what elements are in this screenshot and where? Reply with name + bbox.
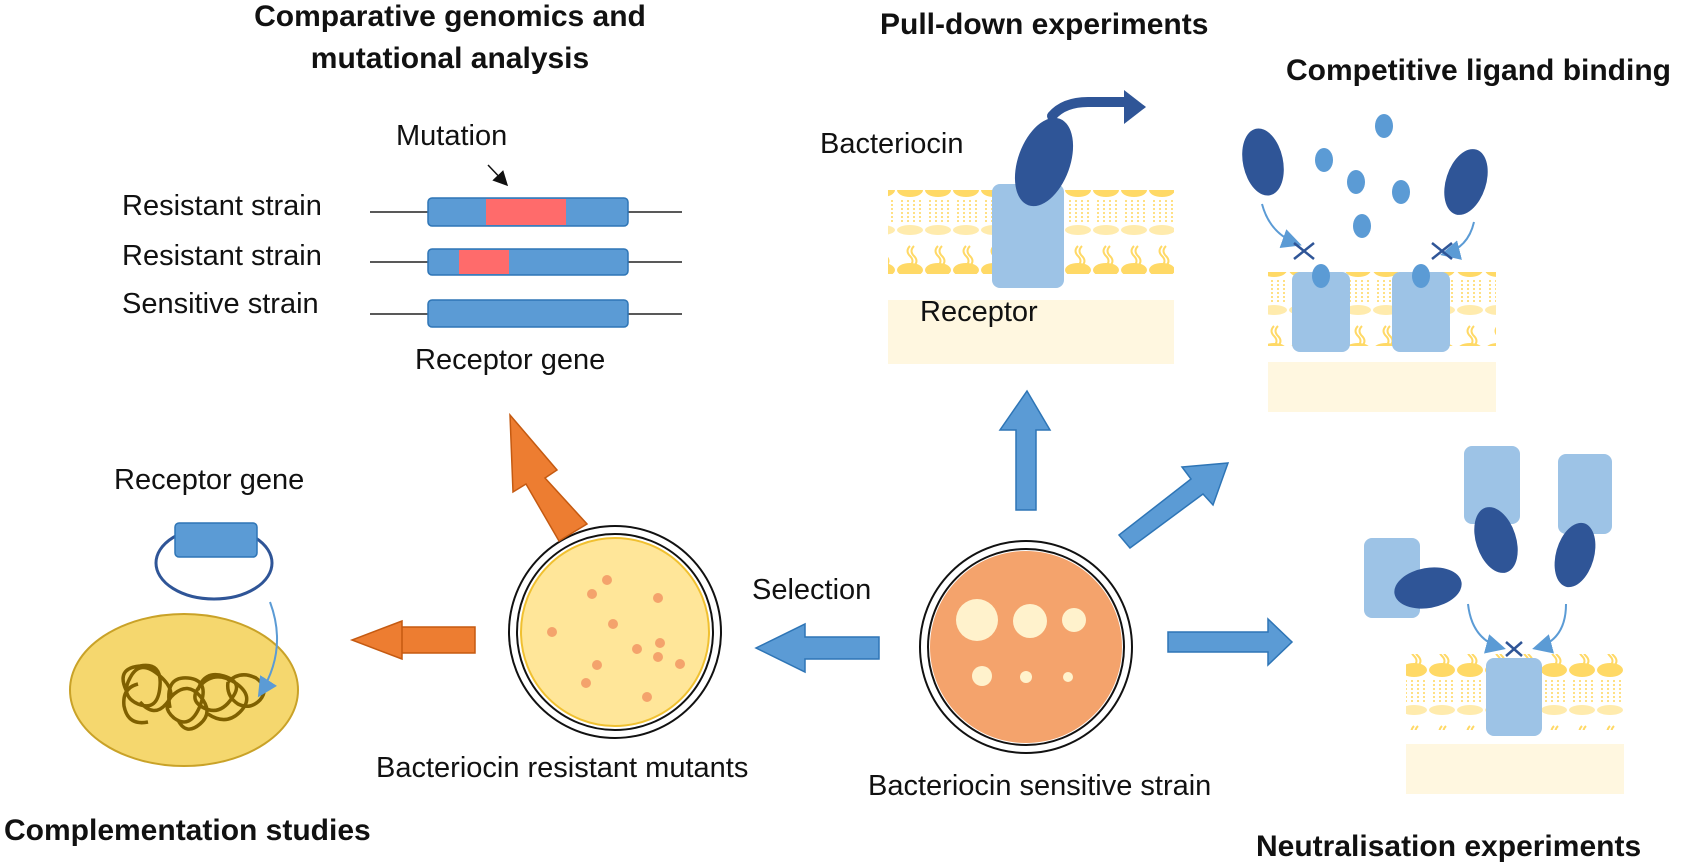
pulldown-bacteriocin [1014,117,1074,207]
arrow-to-pulldown [998,389,1052,511]
competitive-bacteriocin-2 [1444,149,1488,215]
sensitive-dish [919,540,1133,754]
pulldown-arrowhead [1124,90,1146,124]
competitive-receptor-2 [1392,272,1450,352]
arrow-to-complementation [349,619,476,661]
competitive-cytoplasm [1268,362,1496,412]
inhibition-zones [956,599,1086,686]
sensitive-gene-bar [427,299,629,328]
competitive-bacteriocin-1 [1242,128,1284,196]
pulldown-illustration [888,90,1174,364]
resistant-mutants-label: Bacteriocin resistant mutants [376,752,749,784]
receptor-gene-label-top: Receptor gene [415,344,606,376]
mutation-label: Mutation [396,120,508,152]
selection-label: Selection [752,574,872,606]
competitive-heading: Competitive ligand binding [1286,54,1671,87]
receptor-gene-label-left: Receptor gene [114,464,305,496]
arrow-to-neutralisation [1167,617,1294,667]
sensitive-strain-label: Sensitive strain [122,288,319,320]
bacteriocin-label: Bacteriocin [820,128,964,160]
competitive-receptor-1 [1292,272,1350,352]
transformation-arrow [257,601,279,698]
resistant-strain-label-1: Resistant strain [122,190,322,222]
neutralisation-cytoplasm [1406,744,1624,794]
resistant-strain-label-2: Resistant strain [122,240,322,272]
sensitive-strain-dish-label: Bacteriocin sensitive strain [868,770,1212,802]
arrow-selection [754,622,880,674]
resistant-gene-bar-2 [427,248,629,276]
competitive-ligands [1312,114,1430,288]
competitive-arrow-2 [1440,221,1475,260]
competitive-block-marks [1293,242,1453,260]
neutralisation-receptor [1486,658,1542,736]
mutation-region-2 [459,250,509,274]
arrow-to-competitive [1117,462,1230,550]
mutation-region-1 [486,199,566,225]
competitive-illustration [1242,114,1496,412]
neutralisation-arrow-2 [1532,603,1567,654]
resistant-colonies [547,575,685,702]
arrow-to-comparative [509,412,589,543]
neutralisation-soluble-receptor-1 [1464,446,1520,524]
receptor-label: Receptor [920,296,1038,328]
neutralisation-arrow-1 [1467,603,1506,654]
neutralisation-bacteriocin-1 [1474,507,1518,573]
complementation-illustration [69,522,299,767]
pulldown-tether [1047,97,1133,121]
neutralisation-block-mark [1505,641,1523,657]
comparative-heading-line1: Comparative genomics and [254,0,646,33]
mutation-pointer-arrow [487,164,509,187]
comparative-heading-line2: mutational analysis [310,42,590,75]
neutralisation-bacteriocin-2 [1554,522,1596,588]
neutralisation-bacteriocin-3 [1394,567,1462,609]
pulldown-heading: Pull-down experiments [880,8,1209,41]
competitive-arrow-1 [1261,203,1302,249]
complementation-heading: Complementation studies [4,814,371,847]
neutralisation-heading: Neutralisation experiments [1256,830,1642,863]
neutralisation-soluble-receptor-2 [1558,454,1612,534]
resistant-dish [508,525,722,739]
pulldown-cytoplasm [888,300,1174,364]
plasmid-receptor-gene [174,522,258,558]
gene-bars [370,164,682,328]
pulldown-receptor [992,184,1064,288]
neutralisation-illustration [1364,446,1624,794]
chromosome-squiggle [121,663,266,731]
